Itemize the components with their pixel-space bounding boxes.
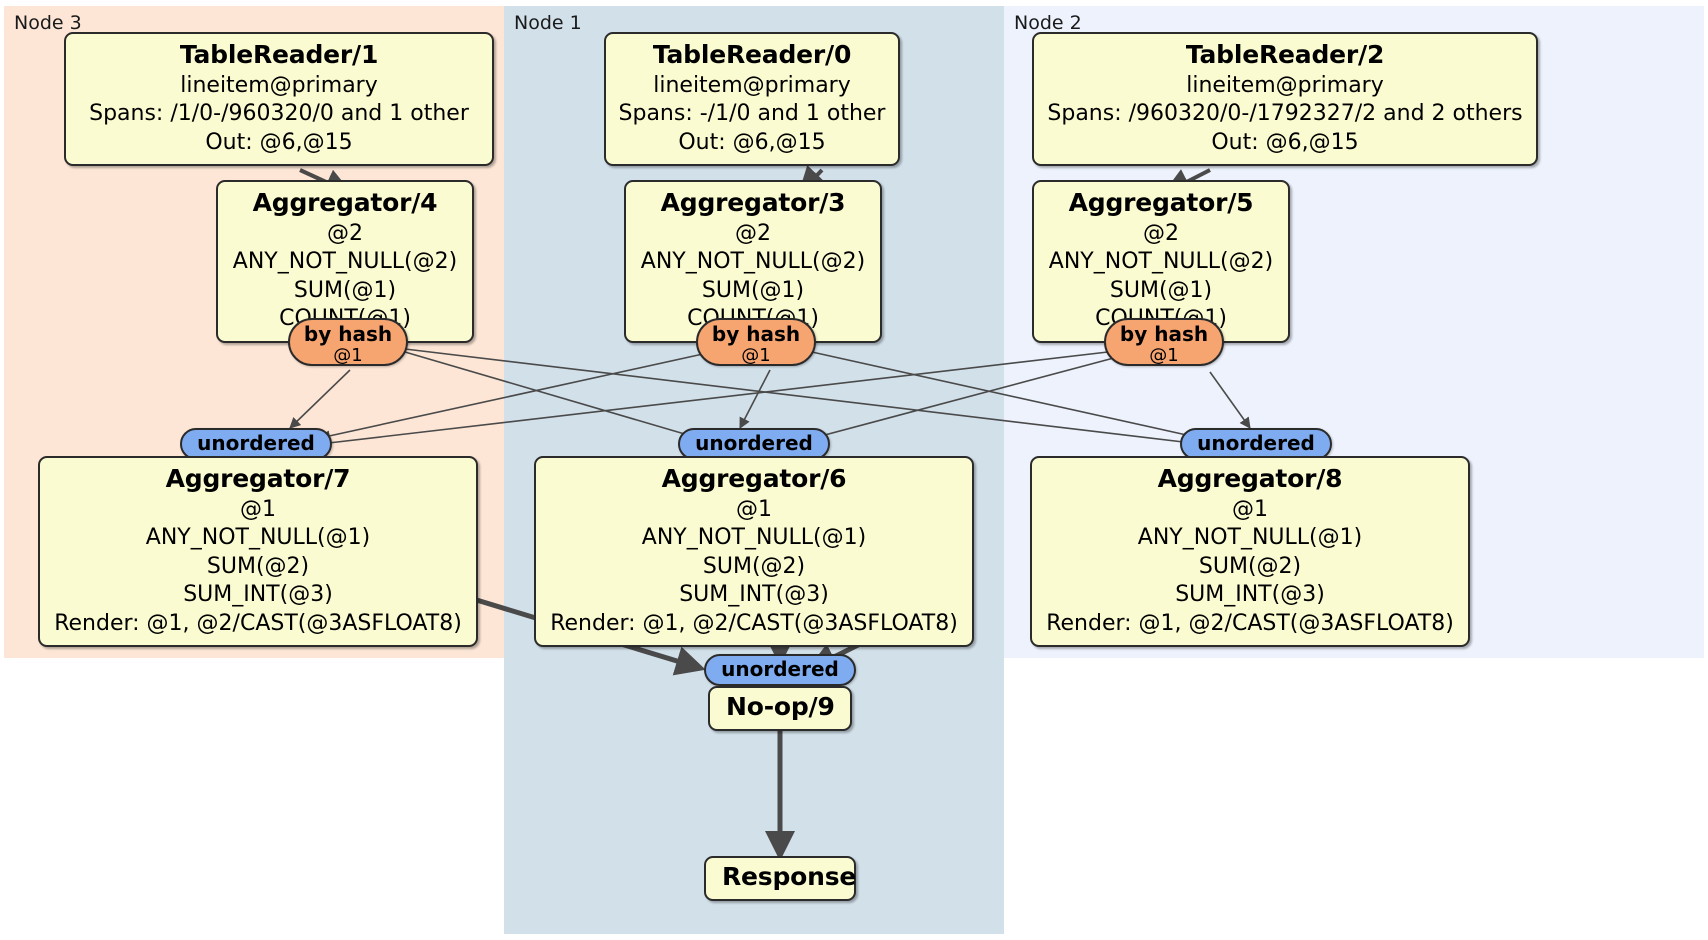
processor-title: Aggregator/3 [660,188,846,217]
processor-line: ANY_NOT_NULL(@1) [641,525,867,551]
router-pill-sublabel: @1 [741,345,771,366]
processor-line: @2 [1143,220,1179,246]
processor-aggregator-6[interactable]: Aggregator/6 @1 ANY_NOT_NULL(@1) SUM(@2)… [534,456,974,648]
node-panel-label-node1: Node 1 [514,12,582,34]
processor-line: Spans: -/1/0 and 1 other [618,101,886,127]
router-pill-by-hash-right[interactable]: by hash @1 [1104,318,1224,366]
processor-line: SUM_INT(@3) [183,582,333,608]
synchronizer-pill-label: unordered [197,431,315,455]
processor-line: @1 [1232,496,1268,522]
router-pill-by-hash-left[interactable]: by hash @1 [288,318,408,366]
processor-title: TableReader/0 [652,40,852,69]
processor-response[interactable]: Response [704,856,856,901]
processor-line: SUM_INT(@3) [679,582,829,608]
router-pill-sublabel: @1 [333,345,363,366]
processor-line: Render: @1, @2/CAST(@3ASFLOAT8) [54,610,462,636]
processor-title: TableReader/2 [1185,40,1385,69]
processor-line: SUM(@1) [1109,277,1213,303]
router-pill-by-hash-center[interactable]: by hash @1 [696,318,816,366]
processor-line: Render: @1, @2/CAST(@3ASFLOAT8) [1046,610,1454,636]
processor-line: ANY_NOT_NULL(@2) [640,249,866,275]
processor-title: Aggregator/7 [165,464,351,493]
processor-aggregator-4[interactable]: Aggregator/4 @2 ANY_NOT_NULL(@2) SUM(@1)… [216,180,474,343]
router-pill-label: by hash [303,322,393,346]
router-pill-label: by hash [1119,322,1209,346]
processor-title: Aggregator/8 [1157,464,1343,493]
processor-line: Spans: /1/0-/960320/0 and 1 other [89,101,469,127]
processor-line: @1 [240,496,276,522]
processor-noop-9[interactable]: No-op/9 [708,686,852,731]
processor-title: Response [722,862,857,891]
synchronizer-pill-label: unordered [695,431,813,455]
processor-aggregator-3[interactable]: Aggregator/3 @2 ANY_NOT_NULL(@2) SUM(@1)… [624,180,882,343]
router-pill-label: by hash [711,322,801,346]
processor-line: ANY_NOT_NULL(@1) [145,525,371,551]
processor-line: SUM(@2) [702,553,806,579]
processor-aggregator-8[interactable]: Aggregator/8 @1 ANY_NOT_NULL(@1) SUM(@2)… [1030,456,1470,648]
processor-line: Out: @6,@15 [1211,129,1359,155]
processor-title: Aggregator/6 [661,464,847,493]
processor-line: SUM(@2) [1198,553,1302,579]
synchronizer-pill-unordered-right[interactable]: unordered [1180,428,1332,460]
node-panel-label-node3: Node 3 [14,12,82,34]
processor-table-reader-2[interactable]: TableReader/2 lineitem@primary Spans: /9… [1032,32,1538,167]
processor-line: Spans: /960320/0-/1792327/2 and 2 others [1047,101,1523,127]
processor-title: Aggregator/4 [252,188,438,217]
processor-table-reader-0[interactable]: TableReader/0 lineitem@primary Spans: -/… [604,32,900,167]
processor-line: lineitem@primary [1186,72,1384,98]
processor-line: ANY_NOT_NULL(@2) [232,249,458,275]
processor-line: SUM(@1) [701,277,805,303]
processor-line: ANY_NOT_NULL(@2) [1048,249,1274,275]
processor-line: SUM(@1) [293,277,397,303]
node-panel-label-node2: Node 2 [1014,12,1082,34]
processor-line: @2 [327,220,363,246]
processor-line: SUM_INT(@3) [1175,582,1325,608]
processor-line: @2 [735,220,771,246]
processor-table-reader-1[interactable]: TableReader/1 lineitem@primary Spans: /1… [64,32,494,167]
processor-line: lineitem@primary [180,72,378,98]
processor-line: @1 [736,496,772,522]
processor-aggregator-7[interactable]: Aggregator/7 @1 ANY_NOT_NULL(@1) SUM(@2)… [38,456,478,648]
processor-line: Out: @6,@15 [205,129,353,155]
processor-line: Render: @1, @2/CAST(@3ASFLOAT8) [550,610,958,636]
synchronizer-pill-unordered-final[interactable]: unordered [704,654,856,686]
synchronizer-pill-label: unordered [1197,431,1315,455]
processor-title: Aggregator/5 [1068,188,1254,217]
processor-line: SUM(@2) [206,553,310,579]
processor-title: TableReader/1 [179,40,379,69]
synchronizer-pill-label: unordered [721,657,839,681]
router-pill-sublabel: @1 [1149,345,1179,366]
processor-line: ANY_NOT_NULL(@1) [1137,525,1363,551]
processor-line: lineitem@primary [653,72,851,98]
processor-title: No-op/9 [726,692,835,721]
processor-line: Out: @6,@15 [678,129,826,155]
